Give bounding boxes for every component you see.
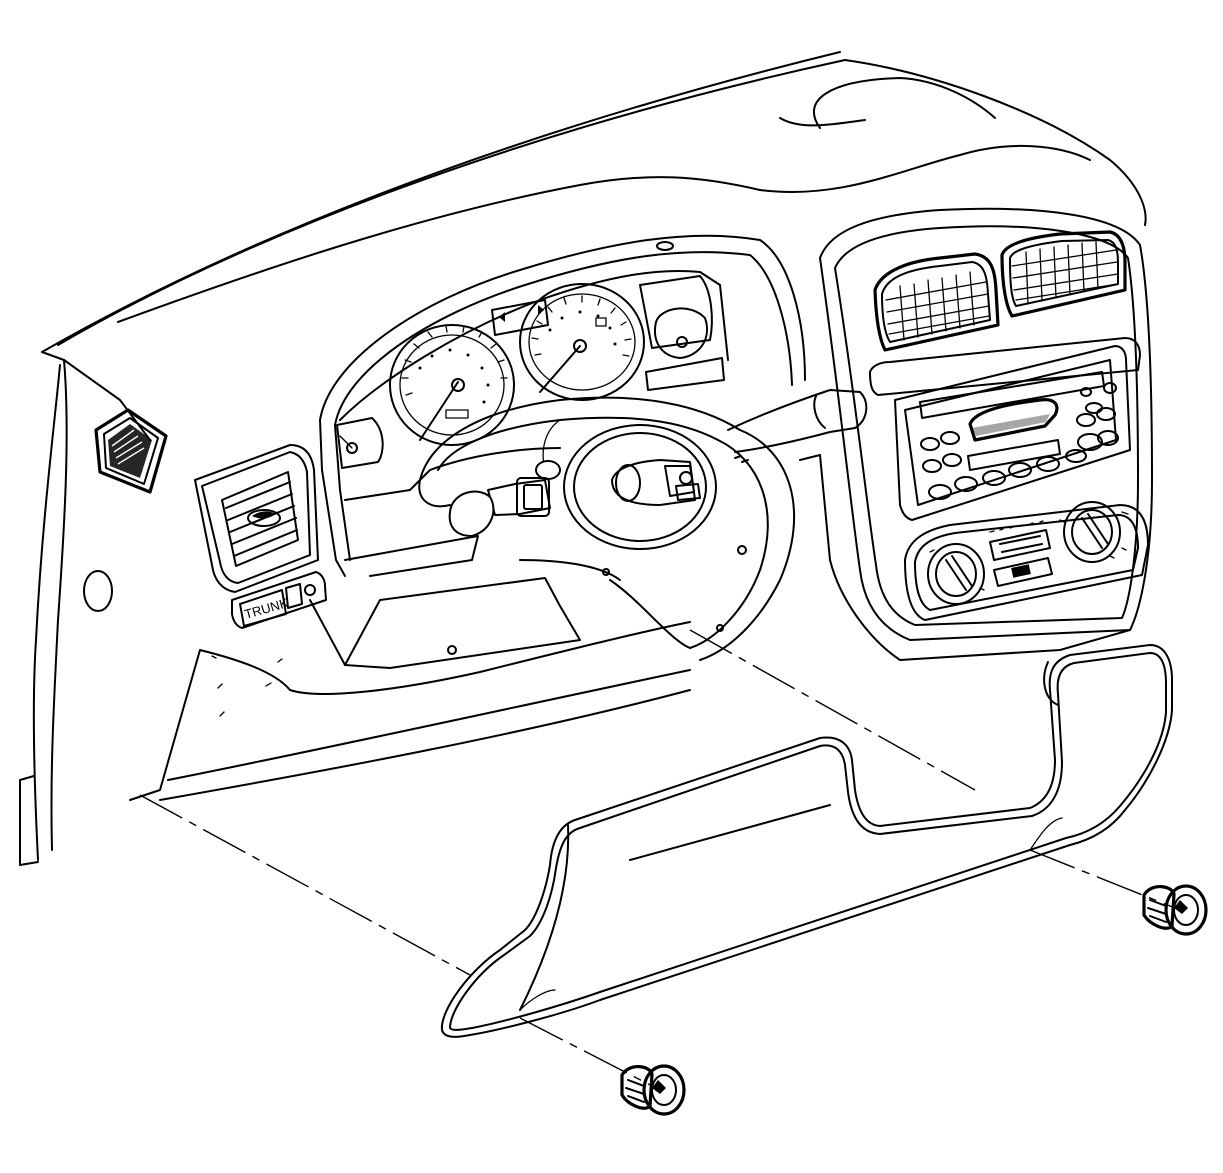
gauge-cluster xyxy=(336,241,729,501)
instrument-cluster-hood xyxy=(319,234,806,577)
center-stack xyxy=(799,207,1153,661)
left-panel-hole xyxy=(83,570,113,612)
center-air-vents xyxy=(873,230,1127,352)
alignment-leader-lines xyxy=(139,629,1181,1091)
steering-column xyxy=(448,389,868,537)
trunk-label: TRUNK xyxy=(243,595,290,622)
push-pin-retainer-right xyxy=(1142,884,1208,936)
left-air-vent xyxy=(194,444,319,593)
knee-bolster-area xyxy=(129,535,691,801)
left-side-vent xyxy=(94,408,168,494)
dashboard-upper-pad xyxy=(19,51,1147,866)
climate-control-panel xyxy=(904,501,1149,621)
push-pin-retainer-left xyxy=(620,1064,686,1116)
instrument-panel-trim-cover xyxy=(440,644,1173,1038)
radio-unit xyxy=(869,337,1141,521)
